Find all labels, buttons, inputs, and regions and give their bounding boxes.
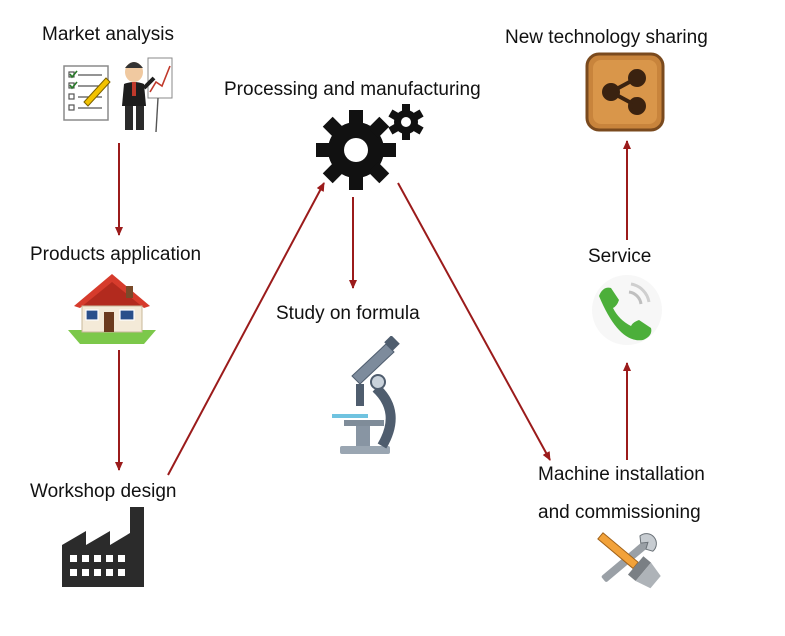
- new-technology-sharing-label: New technology sharing: [505, 27, 708, 48]
- machine-installation-label-line1: Machine installation: [538, 464, 705, 485]
- share-icon: [585, 52, 665, 132]
- analyst-chart-icon: [63, 57, 173, 133]
- factory-icon: [62, 507, 144, 587]
- house-icon: [68, 274, 156, 344]
- arrow-workshop-to-processing: [167, 182, 325, 476]
- products-application-label: Products application: [30, 244, 202, 265]
- phone-icon: [592, 275, 662, 345]
- microscope-icon: [332, 336, 400, 454]
- study-formula-label: Study on formula: [276, 303, 420, 324]
- machine-installation-label-line2: and commissioning: [538, 502, 701, 523]
- tools-icon: [597, 532, 661, 589]
- workshop-design-label: Workshop design: [30, 481, 177, 502]
- service-label: Service: [588, 246, 652, 267]
- gears-icon: [316, 104, 424, 190]
- market-analysis-label: Market analysis: [42, 24, 174, 45]
- processing-manufacturing-label: Processing and manufacturing: [224, 79, 481, 100]
- arrow-processing-to-machine: [397, 182, 551, 461]
